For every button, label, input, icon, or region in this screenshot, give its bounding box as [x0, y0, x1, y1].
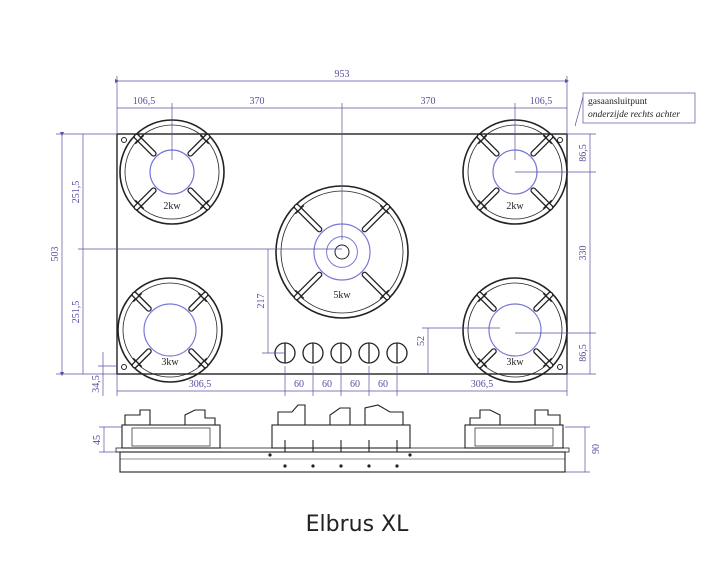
grate-arm-fill: [534, 292, 553, 311]
dim-right-top: 86,5: [578, 144, 589, 162]
grate-tab: [199, 134, 210, 145]
side-grate-right: [464, 409, 564, 449]
dim-knob-spacing-3: 60: [350, 379, 360, 390]
grate-outer-ring: [117, 277, 223, 383]
dim-right-offset: 106,5: [530, 96, 553, 107]
grate-tab: [542, 357, 553, 368]
dim-right-bottom: 86,5: [578, 344, 589, 362]
burner-cap: [143, 303, 197, 357]
burner-label-bottom-right: 3kw: [506, 357, 524, 368]
dim-knob-spacing-1: 60: [294, 379, 304, 390]
dim-side-left: 45: [92, 435, 103, 445]
grate-tab: [542, 134, 553, 145]
burner-bottom-right: [462, 277, 568, 383]
grate-tab: [477, 199, 488, 210]
grate-arm-fill: [477, 349, 496, 368]
dim-knob-spacing-4: 60: [378, 379, 388, 390]
grate-tab: [477, 134, 488, 145]
knob-5: [386, 342, 408, 364]
dim-center-right: 370: [421, 96, 436, 107]
grate-tab: [542, 199, 553, 210]
dim-knob-spacing-2: 60: [322, 379, 332, 390]
grate-arm-fill: [295, 272, 322, 299]
knob-2: [302, 342, 324, 364]
burner-bottom-left: [117, 277, 223, 383]
dimension-lines: [56, 76, 596, 473]
grate-arm-fill: [189, 349, 208, 368]
grate-tab: [134, 199, 145, 210]
gas-connection-note-line1: gasaansluitpunt: [588, 97, 647, 107]
dim-left-lower: 251,5: [71, 301, 82, 324]
grate-outer-ring: [462, 277, 568, 383]
grate-arm-fill: [132, 349, 151, 368]
side-view: [115, 404, 570, 473]
dim-center-left: 370: [250, 96, 265, 107]
grate-tab: [542, 292, 553, 303]
knob-4: [358, 342, 380, 364]
burner-cap-inner: [326, 236, 358, 268]
grate-inner-ring: [467, 282, 563, 378]
grate-tab: [477, 357, 488, 368]
burner-label-bottom-left: 3kw: [161, 357, 179, 368]
grate-tab: [134, 134, 145, 145]
grate-tab: [197, 357, 208, 368]
grate-arm-fill: [362, 205, 389, 232]
grate-arm-fill: [295, 205, 322, 232]
grate-tab: [379, 289, 390, 300]
dim-height-total: 503: [50, 247, 61, 262]
side-grate-center: [271, 404, 411, 452]
side-grate-left: [121, 409, 221, 449]
dim-center-height: 217: [256, 294, 267, 309]
burner-cap: [488, 303, 542, 357]
gas-connection-note-line2: onderzijde rechts achter: [588, 110, 680, 120]
burner-label-top-right: 2kw: [506, 201, 524, 212]
dim-left-upper: 251,5: [71, 181, 82, 204]
grate-arm-fill: [189, 292, 208, 311]
grate-tab: [132, 292, 143, 303]
dim-bottom-left-edge: 34,5: [91, 375, 102, 393]
dim-right-mid: 330: [578, 246, 589, 261]
grate-tab: [294, 289, 305, 300]
grate-inner-ring: [122, 282, 218, 378]
grate-tab: [379, 204, 390, 215]
gas-connection-note-box: [582, 92, 696, 124]
dim-side-right: 90: [591, 444, 602, 454]
product-caption: Elbrus XL: [305, 512, 409, 537]
grate-tab: [132, 357, 143, 368]
side-base: [119, 451, 566, 473]
burner-label-top-left: 2kw: [163, 201, 181, 212]
dim-bottom-left: 306,5: [189, 379, 212, 390]
dim-total-width: 953: [335, 69, 350, 80]
grate-arm-fill: [132, 292, 151, 311]
grate-arm-fill: [362, 272, 389, 299]
control-knobs: [274, 342, 408, 364]
burner-label-center: 5kw: [333, 290, 351, 301]
dim-bottom-right: 306,5: [471, 379, 494, 390]
grate-tab: [294, 204, 305, 215]
grate-tab: [197, 292, 208, 303]
grate-arm-fill: [534, 349, 553, 368]
grate-tab: [199, 199, 210, 210]
dim-left-offset: 106,5: [133, 96, 156, 107]
dim-knob-height: 52: [416, 336, 427, 346]
grate-arm-fill: [477, 292, 496, 311]
grate-tab: [477, 292, 488, 303]
knob-3: [330, 342, 352, 364]
burner-core: [334, 244, 350, 260]
